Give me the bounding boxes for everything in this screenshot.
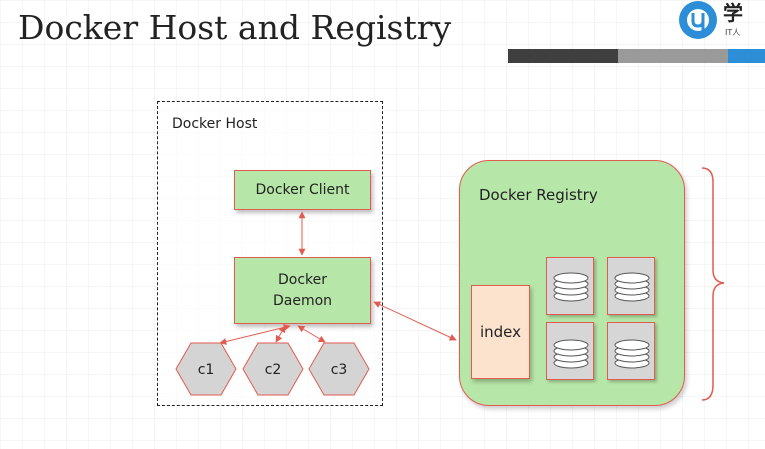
registry-index-box: index	[471, 285, 530, 379]
header-bar-dark	[508, 49, 618, 63]
docker-host-label: Docker Host	[172, 116, 258, 132]
header-bar-blue	[728, 49, 765, 63]
daemon-c2-arrow	[275, 325, 286, 343]
logo-glyph: 学	[723, 1, 743, 25]
daemon-c3-arrow	[297, 325, 326, 343]
container-label: c3	[331, 362, 348, 378]
docker-daemon-label-line1: Docker	[277, 271, 328, 288]
docker-daemon-box: Docker Daemon	[234, 257, 371, 324]
header-bar-gray	[618, 49, 728, 63]
daemon-c1-arrow	[219, 324, 291, 345]
database-icon	[553, 339, 589, 369]
docker-client-label: Docker Client	[255, 182, 350, 198]
logo-small-text: IT人	[725, 28, 740, 37]
container-label: c1	[198, 362, 215, 378]
docker-client-box: Docker Client	[234, 170, 371, 210]
right-brace	[701, 167, 725, 401]
repository-box	[607, 257, 655, 315]
database-icon	[614, 272, 650, 302]
registry-index-label: index	[479, 323, 522, 341]
container-c1: c1	[175, 342, 237, 396]
repository-box	[607, 322, 655, 380]
slide-title: Docker Host and Registry	[18, 8, 452, 47]
daemon-registry-arrow	[373, 301, 457, 341]
container-c2: c2	[242, 342, 304, 396]
docker-daemon-label-line2: Daemon	[272, 292, 333, 309]
docker-registry-label: Docker Registry	[479, 186, 598, 204]
repository-box	[546, 257, 594, 315]
database-icon	[553, 272, 589, 302]
database-icon	[614, 339, 650, 369]
container-label: c2	[265, 362, 282, 378]
brand-logo: 学 IT人	[679, 1, 743, 39]
repository-box	[546, 322, 594, 380]
container-c3: c3	[308, 342, 370, 396]
